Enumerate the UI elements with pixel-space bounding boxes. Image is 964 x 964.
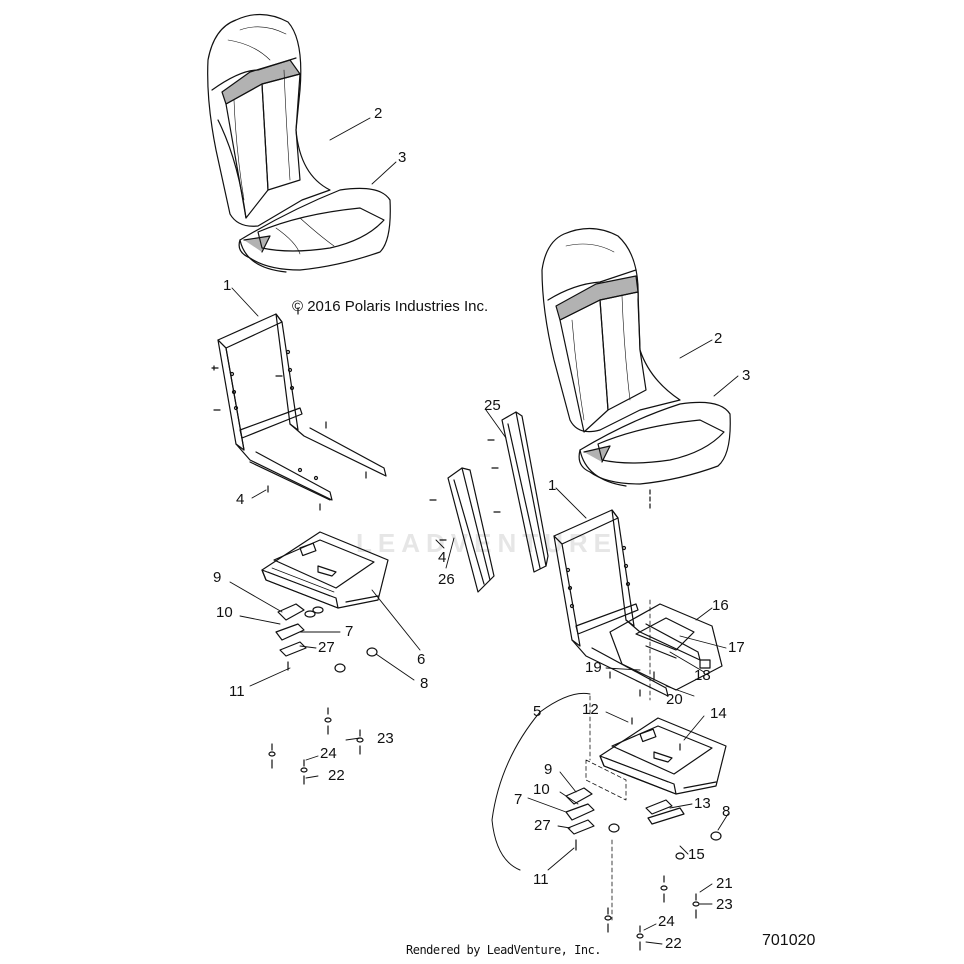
callout-1-left: 1 — [223, 277, 232, 294]
callout-24-right: 24 — [658, 913, 675, 930]
callout-curve-5 — [491, 711, 541, 871]
callout-7-right: 7 — [514, 791, 523, 808]
seat-base-right — [599, 717, 727, 795]
callout-11-right: 11 — [533, 871, 549, 888]
callout-14: 14 — [710, 705, 727, 722]
callout-23-left: 23 — [377, 730, 394, 747]
callout-9-right: 9 — [544, 761, 553, 778]
callout-3-left: 3 — [398, 149, 407, 166]
callout-12: 12 — [582, 701, 599, 718]
callout-21: 21 — [716, 875, 733, 892]
callout-11-left: 11 — [229, 683, 245, 700]
seat-frame-left — [211, 307, 387, 511]
callout-3-right: 3 — [742, 367, 751, 384]
callout-1-right: 1 — [548, 477, 557, 494]
callout-25: 25 — [484, 397, 501, 414]
callout-6: 6 — [417, 651, 426, 668]
callout-2-left: 2 — [374, 105, 383, 122]
dashed-guides — [585, 599, 651, 921]
callout-17: 17 — [728, 639, 745, 656]
callout-9-left: 9 — [213, 569, 222, 586]
callout-13: 13 — [694, 795, 711, 812]
callout-16: 16 — [712, 597, 729, 614]
callout-22-right: 22 — [665, 935, 682, 952]
callout-8-right: 8 — [722, 803, 731, 820]
callout-5: 5 — [533, 703, 542, 720]
callout-27-right: 27 — [534, 817, 551, 834]
callout-8-left: 8 — [420, 675, 429, 692]
callout-19: 19 — [585, 659, 602, 676]
callout-26: 26 — [438, 571, 455, 588]
seat-frame-right — [553, 509, 701, 697]
callout-2-right: 2 — [714, 330, 723, 347]
callout-10-right: 10 — [533, 781, 550, 798]
seat-base-left — [261, 531, 389, 609]
callout-27-left: 27 — [318, 639, 335, 656]
callout-24-left: 24 — [320, 745, 337, 762]
side-panels — [429, 411, 549, 593]
callout-15: 15 — [688, 846, 705, 863]
left-small-parts — [268, 603, 378, 785]
callout-7-left: 7 — [345, 623, 354, 640]
seat-right — [541, 227, 731, 511]
callout-23-right: 23 — [716, 896, 733, 913]
callout-20: 20 — [666, 691, 683, 708]
callout-10-left: 10 — [216, 604, 233, 621]
copyright-text: © 2016 Polaris Industries Inc. — [292, 298, 489, 315]
callout-22-left: 22 — [328, 767, 345, 784]
bracket-16 — [609, 603, 723, 691]
seat-left — [207, 13, 391, 273]
callout-4-right: 4 — [438, 549, 447, 566]
callout-18: 18 — [694, 667, 711, 684]
diagram-number: 701020 — [762, 932, 816, 949]
callout-4-left: 4 — [236, 491, 245, 508]
leader-lines — [229, 117, 739, 945]
right-small-parts — [565, 671, 722, 951]
rendered-by-text: Rendered by LeadVenture, Inc. — [406, 943, 602, 957]
